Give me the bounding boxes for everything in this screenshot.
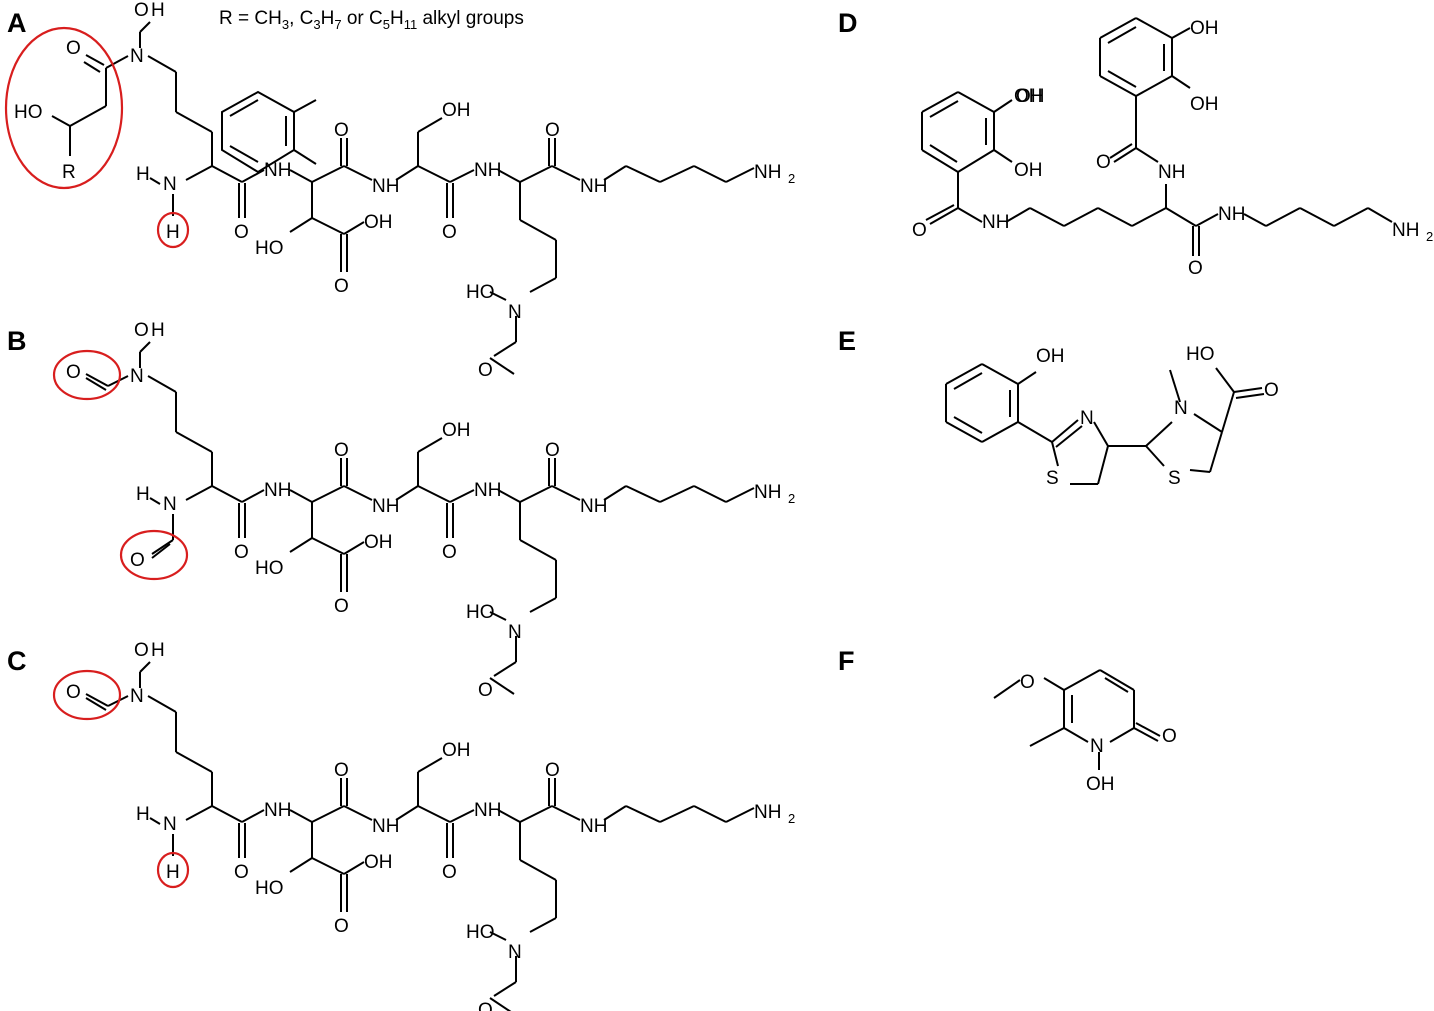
structure-f: O N O OH	[993, 669, 1177, 795]
svg-text:H: H	[136, 484, 150, 505]
svg-text:N: N	[1080, 408, 1094, 429]
svg-text:OH: OH	[1086, 774, 1115, 795]
svg-text:S: S	[1168, 468, 1181, 489]
svg-text:OH: OH	[1014, 160, 1043, 181]
svg-text:O: O	[130, 550, 145, 571]
svg-text:OH: OH	[1014, 86, 1043, 107]
structure-d-body: OH OH O NH NH O OH OH O NH NH 2	[912, 17, 1433, 279]
svg-text:O: O	[66, 362, 81, 383]
svg-text:NH: NH	[1218, 204, 1245, 225]
svg-text:OH: OH	[1016, 86, 1045, 107]
highlight-h-c	[156, 851, 190, 889]
panel-label-f: F	[838, 646, 855, 676]
svg-text:O: O	[66, 682, 81, 703]
svg-text:OH: OH	[1190, 18, 1219, 39]
structure-b: H O O	[52, 320, 796, 701]
structure-e: OH N S N S HO O	[945, 344, 1279, 489]
svg-text:N: N	[1174, 398, 1188, 419]
highlight-acyl-a	[4, 26, 124, 190]
svg-text:NH: NH	[982, 212, 1009, 233]
highlight-h-a	[156, 211, 190, 249]
highlight-formyl-bottom-b	[119, 529, 189, 581]
structure-a: H H O HO R	[4, 0, 796, 381]
svg-text:R: R	[62, 162, 76, 183]
svg-text:O: O	[1188, 258, 1203, 279]
highlight-formyl-top-b	[52, 349, 122, 401]
svg-text:O: O	[1020, 672, 1035, 693]
svg-text:O: O	[912, 220, 927, 241]
svg-text:H: H	[136, 804, 150, 825]
svg-text:NH: NH	[1158, 162, 1185, 183]
highlight-formyl-c	[52, 669, 122, 721]
svg-text:NH: NH	[1392, 220, 1419, 241]
svg-text:H: H	[166, 862, 180, 883]
svg-text:O: O	[1264, 380, 1279, 401]
svg-text:O: O	[1162, 726, 1177, 747]
svg-text:HO: HO	[1186, 344, 1215, 365]
panel-label-d: D	[838, 8, 858, 38]
svg-text:S: S	[1046, 468, 1059, 489]
panel-label-e: E	[838, 326, 856, 356]
svg-text:HO: HO	[14, 102, 43, 123]
svg-text:H: H	[136, 164, 150, 185]
svg-text:O: O	[1096, 152, 1111, 173]
panel-label-c: C	[7, 646, 27, 676]
svg-text:OH: OH	[1190, 94, 1219, 115]
svg-text:H: H	[166, 222, 180, 243]
r-group-note: R = CH3, C3H7 or C5H11 alkyl groups	[219, 8, 524, 32]
structure-c: H H O	[52, 640, 796, 1011]
svg-text:N: N	[1090, 736, 1104, 757]
svg-text:2: 2	[1426, 229, 1433, 244]
panel-label-b: B	[7, 326, 27, 356]
svg-text:OH: OH	[1036, 346, 1065, 367]
svg-text:O: O	[66, 38, 81, 59]
panel-label-a: A	[7, 8, 27, 38]
structure-d: OH	[221, 86, 1045, 174]
